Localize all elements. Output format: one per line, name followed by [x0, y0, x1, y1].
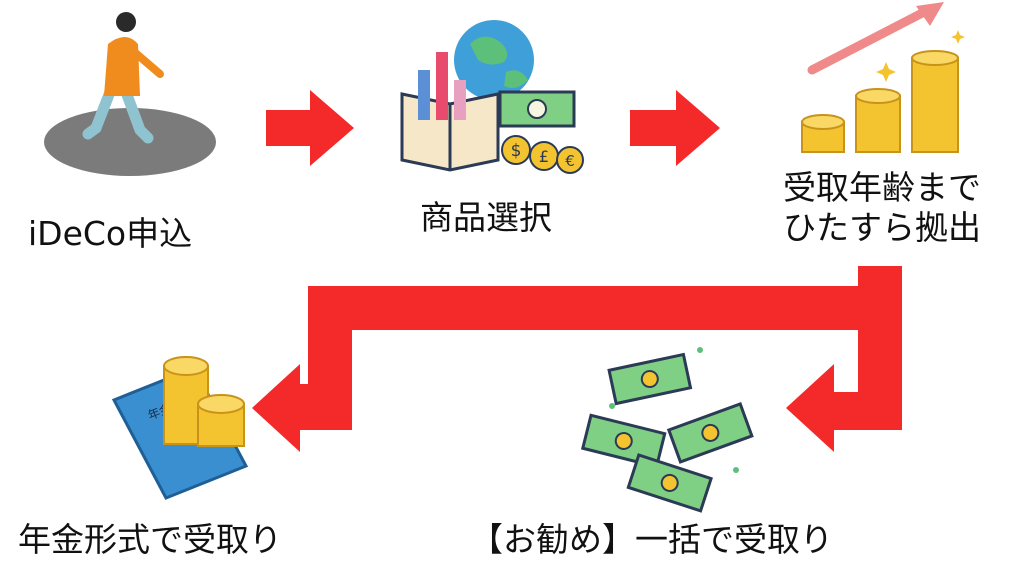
step-select-label: 商品選択 [420, 198, 552, 237]
flying-cash-icon [580, 347, 754, 513]
step-annuity-label: 年金形式で受取り [18, 520, 282, 559]
svg-text:$: $ [511, 141, 522, 161]
split-arrow [252, 266, 902, 452]
step-contribute-label: 受取年齢まで ひたすら拠出 [783, 168, 981, 247]
investment-products-icon: $ £ € [400, 20, 584, 174]
growing-coins-icon [801, 2, 965, 153]
svg-text:£: £ [539, 147, 549, 166]
walking-person-icon [44, 12, 216, 176]
step-contribute-line1: 受取年齢まで [783, 168, 981, 207]
step-lump-sum-label: 【お勧め】一括で受取り [470, 520, 833, 559]
step-contribute-line2: ひたすら拠出 [783, 207, 981, 247]
svg-text:€: € [565, 152, 575, 170]
flow-arrow-1 [266, 90, 354, 166]
flow-arrow-2 [630, 90, 720, 166]
pension-book-coins-icon: 年金 [111, 356, 249, 500]
step-apply-label: iDeCo申込 [28, 214, 193, 253]
